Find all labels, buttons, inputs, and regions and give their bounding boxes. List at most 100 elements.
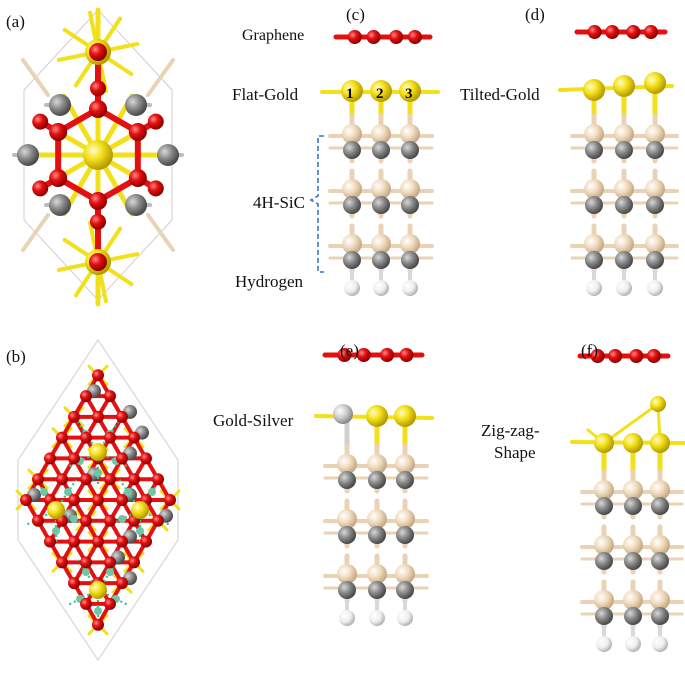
interface-atom [70, 515, 78, 523]
graphene-atom [147, 180, 164, 197]
graphene-atom [140, 535, 152, 548]
silicon-atom [594, 535, 614, 555]
graphene-atom [56, 473, 68, 486]
silicon-atom [400, 234, 420, 254]
silicon-atom [395, 454, 415, 474]
carbon-atom [585, 251, 603, 269]
gold-atom [399, 80, 421, 102]
graphene-atom [104, 597, 116, 610]
hydrogen-atom [369, 610, 385, 626]
carbon-atom [125, 94, 147, 116]
graphene-atom [104, 473, 116, 486]
gold-atom [83, 140, 113, 170]
panel-label-b: (b) [6, 347, 26, 366]
graphene-atom [104, 514, 116, 527]
si-bond [146, 213, 175, 252]
sic-bracket [309, 135, 324, 273]
graphene-atom [366, 30, 381, 44]
graphene-atom [590, 349, 605, 363]
carbon-atom [372, 251, 390, 269]
gold-atom [650, 396, 666, 412]
graphene-atom [32, 514, 44, 527]
carbon-atom [372, 196, 390, 214]
gold-atom [131, 501, 149, 519]
graphene-atom [80, 431, 92, 444]
graphene-atom [89, 43, 107, 61]
hydrogen-atom [397, 610, 413, 626]
graphene-atom [92, 410, 104, 423]
si-bond [146, 58, 175, 97]
carbon-atom [157, 144, 179, 166]
silicon-atom [614, 234, 634, 254]
graphene-atom [92, 618, 104, 631]
panel-b-top-view-supercell [15, 339, 181, 661]
hydrogen-atom [402, 280, 418, 296]
graphene-atom [626, 25, 641, 39]
graphene-atom [80, 597, 92, 610]
graphene-atom [32, 113, 49, 130]
graphene-atom [116, 494, 128, 506]
graphene-atom [104, 390, 116, 403]
panel-label-d: (d) [525, 5, 545, 24]
graphene-atom [389, 30, 404, 44]
carbon-atom [396, 471, 414, 489]
carbon-atom [646, 141, 664, 159]
silicon-atom [650, 480, 670, 500]
hydrogen-atom [339, 610, 355, 626]
graphene-atom [629, 349, 644, 363]
hydrogen-atom [652, 636, 668, 652]
carbon-atom [615, 141, 633, 159]
carbon-atom [585, 196, 603, 214]
silicon-atom [645, 234, 665, 254]
site-number-2: 2 [376, 86, 384, 102]
silicon-atom [395, 564, 415, 584]
graphene-atom [92, 535, 104, 548]
label-graphene: Graphene [242, 27, 304, 44]
carbon-atom [343, 251, 361, 269]
silicon-atom [342, 179, 362, 199]
graphene-atom [128, 431, 140, 444]
gold-atom [394, 405, 416, 427]
silicon-atom [650, 590, 670, 610]
graphene-atom [152, 473, 164, 486]
silicon-atom [594, 590, 614, 610]
silicon-atom [584, 179, 604, 199]
interface-atom [40, 488, 48, 496]
carbon-atom [401, 196, 419, 214]
graphene-atom [68, 494, 80, 506]
site-number-1: 1 [346, 86, 354, 102]
silicon-atom [371, 234, 391, 254]
graphene-atom [68, 535, 80, 548]
silicon-atom [584, 124, 604, 144]
graphene-atom [128, 473, 140, 486]
site-number-3: 3 [405, 86, 413, 102]
graphene-atom [49, 169, 68, 187]
carbon-atom [396, 581, 414, 599]
graphene-atom [116, 452, 128, 465]
carbon-atom [343, 141, 361, 159]
panel-d-side-view-tilted-gold [558, 25, 679, 296]
carbon-atom [368, 581, 386, 599]
graphene-atom [605, 25, 620, 39]
interface-atom [82, 568, 90, 576]
label-flat-gold: Flat-Gold [232, 85, 299, 104]
hydrogen-atom [625, 636, 641, 652]
carbon-atom [338, 526, 356, 544]
interface-atom [64, 488, 72, 496]
silicon-atom [342, 234, 362, 254]
carbon-atom [624, 607, 642, 625]
graphene-atom [80, 390, 92, 403]
silicon-atom [623, 590, 643, 610]
carbon-atom [396, 526, 414, 544]
gold-atom [594, 433, 614, 453]
graphene-atom [587, 25, 602, 39]
carbon-atom [595, 497, 613, 515]
graphene-atom [347, 30, 362, 44]
silicon-atom [614, 179, 634, 199]
silicon-atom [367, 509, 387, 529]
carbon-atom [595, 607, 613, 625]
gold-atom [366, 405, 388, 427]
silicon-atom [337, 509, 357, 529]
graphene-atom [68, 452, 80, 465]
